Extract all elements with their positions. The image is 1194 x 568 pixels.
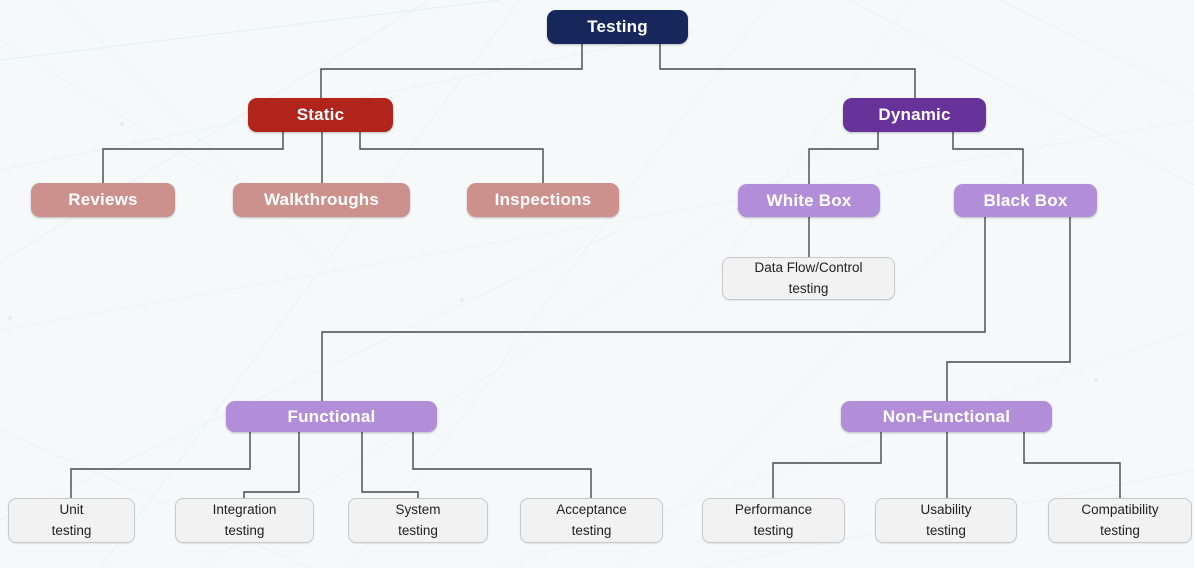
connector-static-inspections — [359, 132, 544, 183]
node-functional: Functional — [226, 401, 437, 432]
node-testing-label: Testing — [587, 17, 648, 36]
node-acceptance-testing-line1: Acceptance — [556, 502, 627, 518]
connector-testing-dynamic — [659, 44, 916, 98]
node-integration-testing-line2: testing — [224, 522, 265, 538]
node-data-flow-control-testing-line1: Data Flow/Control — [754, 260, 863, 276]
node-integration-testing: Integration testing — [175, 498, 314, 543]
connector-dynamic-whitebox — [808, 132, 879, 184]
node-usability-testing-line2: testing — [926, 522, 966, 538]
node-dynamic: Dynamic — [843, 98, 986, 132]
node-black-box-label: Black Box — [983, 190, 1068, 210]
node-non-functional: Non-Functional — [841, 401, 1052, 432]
node-integration-testing-line1: Integration — [212, 502, 277, 518]
node-reviews: Reviews — [31, 183, 175, 217]
connector-static-reviews — [102, 132, 284, 183]
node-unit-testing-line1: Unit — [59, 502, 84, 518]
node-acceptance-testing: Acceptance testing — [520, 498, 663, 543]
node-performance-testing: Performance testing — [702, 498, 845, 543]
node-usability-testing: Usability testing — [875, 498, 1017, 543]
node-system-testing-line1: System — [395, 502, 441, 518]
connector-nonfunctional-compatibility — [1023, 432, 1121, 498]
node-testing: Testing — [547, 10, 688, 44]
connector-blackbox-nonfunctional — [946, 217, 1071, 401]
connector-functional-system — [361, 432, 419, 498]
node-system-testing: System testing — [348, 498, 488, 543]
node-data-flow-control-testing-line2: testing — [788, 280, 829, 296]
node-compatibility-testing: Compatibility testing — [1048, 498, 1192, 543]
connector-dynamic-blackbox — [952, 132, 1024, 184]
node-data-flow-control-testing: Data Flow/Control testing — [722, 257, 895, 300]
node-performance-testing-line2: testing — [753, 522, 794, 538]
node-system-testing-line2: testing — [398, 522, 438, 538]
node-walkthroughs-label: Walkthroughs — [263, 190, 380, 209]
node-white-box: White Box — [738, 184, 880, 217]
node-non-functional-label: Non-Functional — [882, 406, 1011, 426]
node-inspections: Inspections — [467, 183, 619, 217]
node-compatibility-testing-line1: Compatibility — [1081, 502, 1159, 518]
node-dynamic-label: Dynamic — [878, 105, 951, 124]
node-inspections-label: Inspections — [494, 190, 592, 209]
node-static-label: Static — [296, 105, 345, 124]
connector-blackbox-functional — [321, 217, 986, 401]
node-black-box: Black Box — [954, 184, 1097, 217]
node-unit-testing: Unit testing — [8, 498, 135, 543]
node-usability-testing-line1: Usability — [920, 502, 972, 518]
connector-functional-acceptance — [412, 432, 592, 498]
node-unit-testing-line2: testing — [51, 522, 92, 538]
node-functional-label: Functional — [287, 406, 376, 426]
node-static: Static — [248, 98, 393, 132]
node-performance-testing-line1: Performance — [734, 502, 813, 518]
node-white-box-label: White Box — [766, 190, 852, 210]
connector-functional-unit — [70, 432, 251, 498]
node-compatibility-testing-line2: testing — [1100, 522, 1140, 538]
connector-nonfunctional-performance — [772, 432, 882, 498]
node-reviews-label: Reviews — [68, 190, 138, 209]
node-acceptance-testing-line2: testing — [571, 522, 612, 538]
connector-testing-static — [320, 44, 583, 98]
node-walkthroughs: Walkthroughs — [233, 183, 410, 217]
connector-functional-integration — [243, 432, 300, 498]
